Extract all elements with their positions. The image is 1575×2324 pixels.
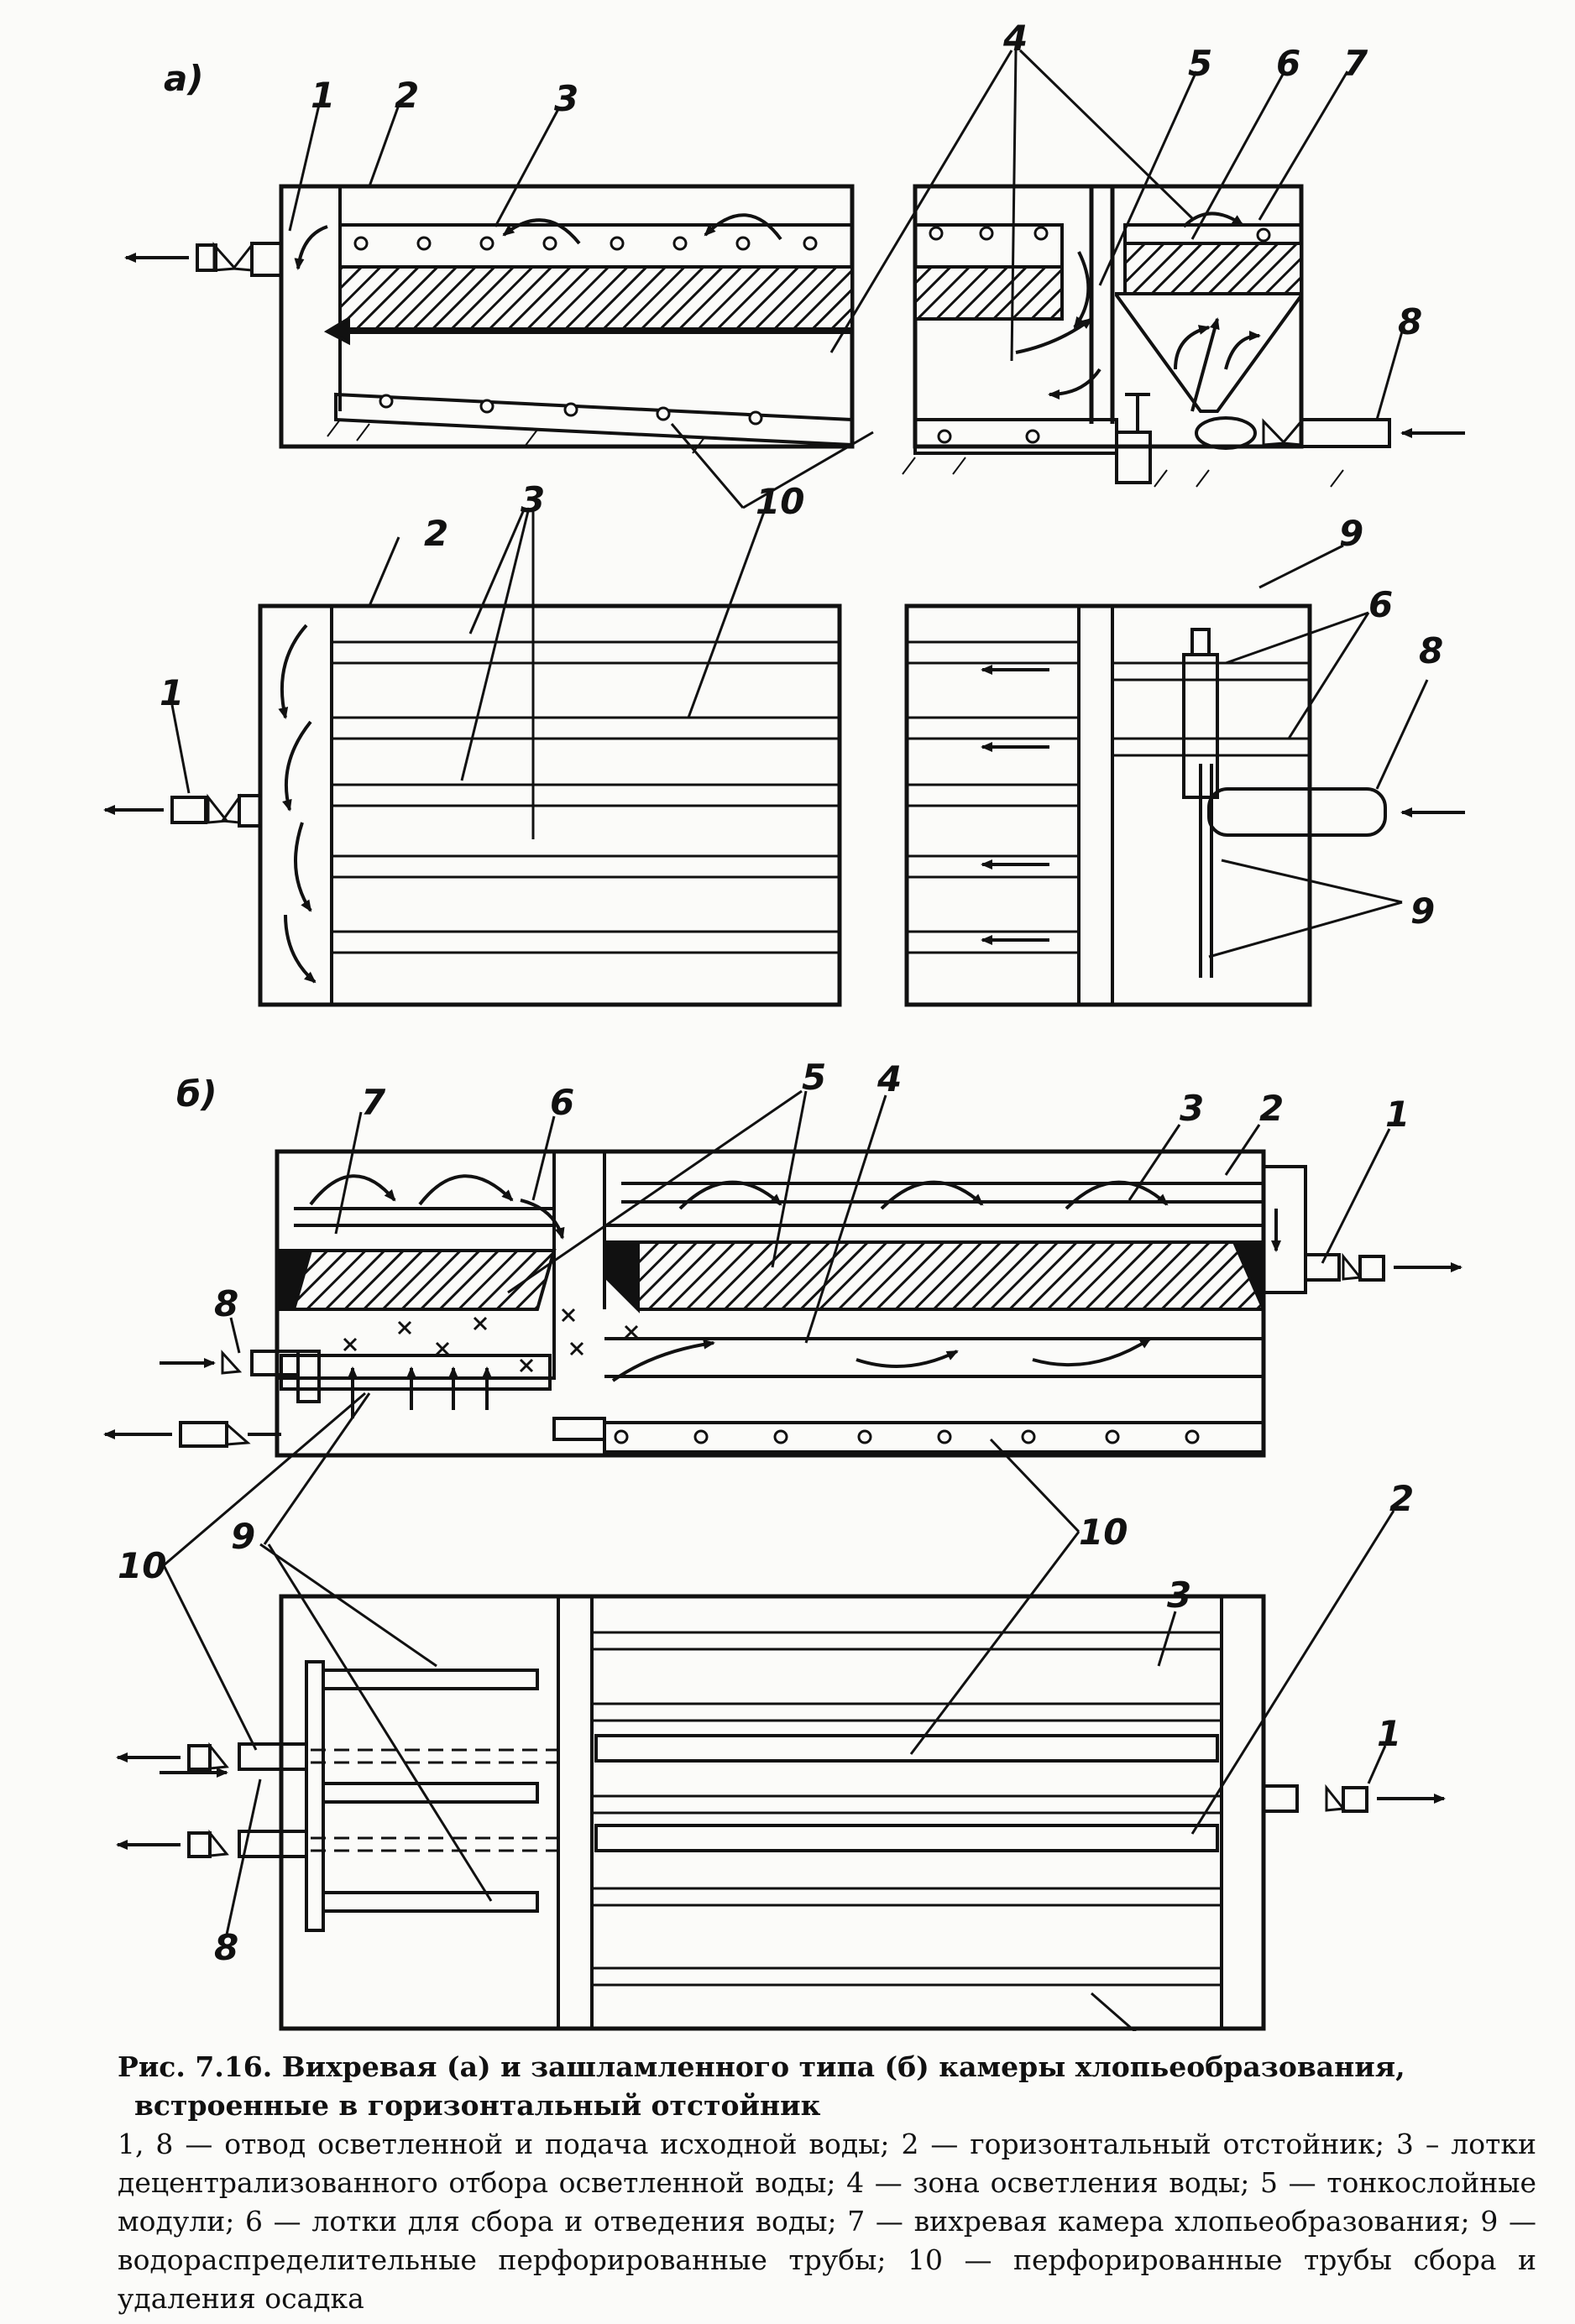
caption-title-line1: Рис. 7.16. Вихревая (а) и зашламленного … xyxy=(118,2050,1405,2083)
label-1-a: 1 xyxy=(311,75,335,116)
figure-caption: Рис. 7.16. Вихревая (а) и зашламленного … xyxy=(118,2048,1536,2318)
panel-a-plan-left xyxy=(103,603,842,1007)
label-2-a-plan: 2 xyxy=(424,513,448,554)
label-10-b: 10 xyxy=(1079,1512,1128,1553)
panel-a-section-left xyxy=(124,184,855,454)
label-5-a: 5 xyxy=(1188,43,1212,84)
label-10-a: 10 xyxy=(756,481,804,522)
label-9-a-plan: 9 xyxy=(1339,513,1363,554)
panel-label-a: а) xyxy=(164,58,204,99)
label-10-b-left: 10 xyxy=(118,1545,166,1586)
label-3-a-plan: 3 xyxy=(521,479,545,520)
label-8-a: 8 xyxy=(1398,301,1422,342)
label-8-a-plan: 8 xyxy=(1419,630,1443,671)
label-5-b: 5 xyxy=(802,1057,826,1098)
technical-drawing: а) 1 2 3 4 5 6 7 8 10 2 3 1 9 6 8 9 б) 7… xyxy=(103,18,1465,2031)
label-2-b-plan: 2 xyxy=(1389,1478,1414,1519)
label-1-a-plan: 1 xyxy=(160,672,184,713)
panel-a-section-right xyxy=(902,184,1465,488)
caption-title-line2: встроенные в горизонтальный отстойник xyxy=(134,2089,821,2122)
label-7-b: 7 xyxy=(361,1082,386,1123)
label-8-b-plan: 8 xyxy=(214,1927,238,1968)
label-4-a: 4 xyxy=(1002,18,1028,59)
label-3-a: 3 xyxy=(554,78,578,119)
label-3-b-plan: 3 xyxy=(1167,1575,1191,1616)
label-7-a: 7 xyxy=(1343,43,1368,84)
label-1-b: 1 xyxy=(1385,1094,1410,1135)
panel-b-section xyxy=(103,1149,1462,1458)
label-6-a-plan: 6 xyxy=(1368,584,1393,625)
panel-a-plan-right xyxy=(904,603,1465,1007)
label-2-b: 2 xyxy=(1259,1088,1284,1129)
label-3-b: 3 xyxy=(1180,1088,1204,1129)
label-2-a: 2 xyxy=(395,75,419,116)
label-6-b: 6 xyxy=(550,1082,574,1123)
panel-label-b: б) xyxy=(176,1073,217,1115)
label-4-b: 4 xyxy=(876,1058,902,1099)
panel-b-plan xyxy=(116,1594,1446,2031)
leader-lines xyxy=(162,49,1429,2031)
caption-legend: 1, 8 — отвод осветленной и подача исходн… xyxy=(118,2128,1536,2315)
label-1-b-plan: 1 xyxy=(1377,1713,1401,1754)
diagram-labels: а) 1 2 3 4 5 6 7 8 10 2 3 1 9 6 8 9 б) 7… xyxy=(118,18,1443,1968)
label-9-b: 9 xyxy=(231,1516,255,1557)
label-6-a: 6 xyxy=(1276,43,1300,84)
label-9-a-plan-lower: 9 xyxy=(1410,890,1435,932)
label-8-b: 8 xyxy=(214,1283,238,1324)
